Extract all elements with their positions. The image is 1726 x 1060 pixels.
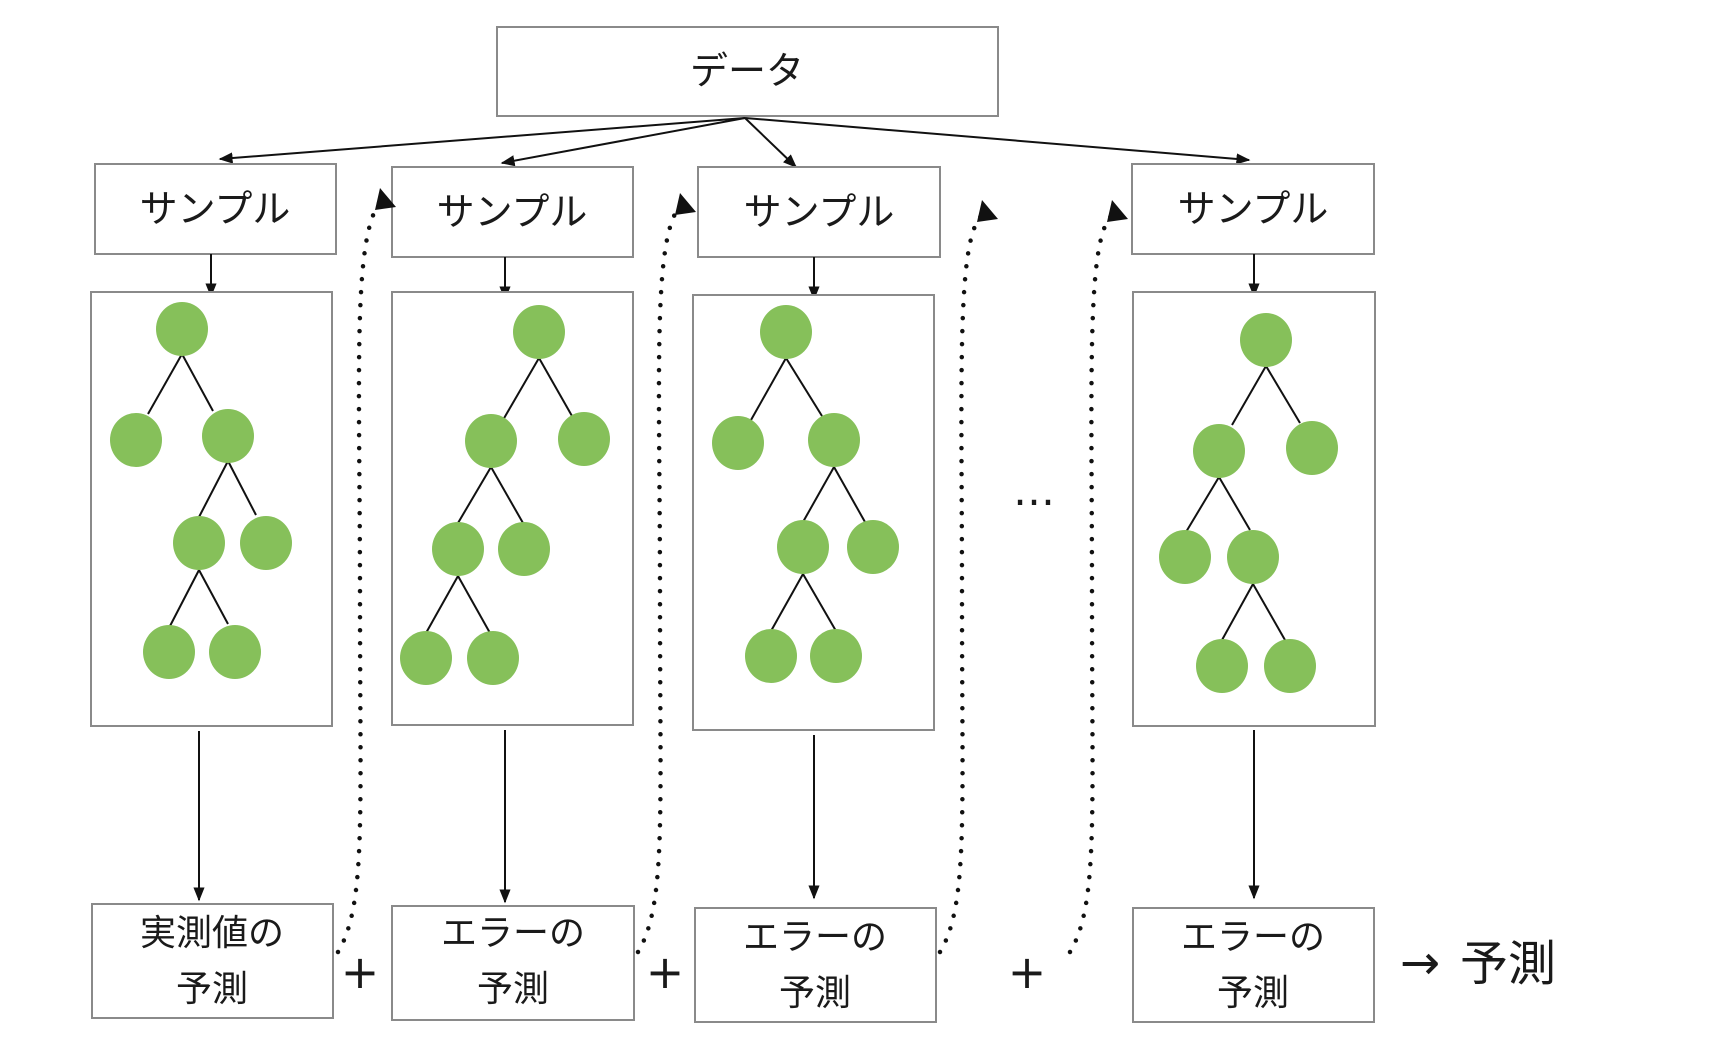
sample-label-3: サンプル [744,190,895,234]
prediction-label-3-line1: エラーの [743,917,887,958]
tree-node [1159,530,1211,584]
tree-2 [400,305,610,685]
tree-node [432,522,484,576]
column-2: サンプル エラーの 予測 [391,166,635,1021]
tree-node [202,409,254,463]
tree-node [808,413,860,467]
tree-4 [1159,313,1338,693]
tree-node [465,414,517,468]
tree-box-4 [1132,291,1376,727]
column-1: サンプル 実測値の 予測 [90,163,337,1019]
prediction-box-3: エラーの 予測 [694,907,937,1023]
sample-label-1: サンプル [140,187,291,231]
tree-3 [712,305,899,683]
dotted-feedback-arrows [335,188,1128,955]
tree-node [110,413,162,467]
tree-node [777,520,829,574]
tree-node [498,522,550,576]
tree-box-3 [692,294,935,731]
tree-node [209,625,261,679]
tree-node [1286,421,1338,475]
sample-box-4: サンプル [1131,163,1375,255]
prediction-box-4: エラーの 予測 [1132,907,1375,1023]
tree-node [400,631,452,685]
data-box: データ [496,26,999,117]
tree-node [558,412,610,466]
sample-box-1: サンプル [94,163,337,255]
tree-node [1196,639,1248,693]
tree-1 [110,302,292,679]
plus-sign-3: + [1008,945,1047,999]
sample-box-3: サンプル [697,166,941,258]
feedback-arrowhead [675,193,696,215]
plus-sign-2: + [646,945,685,999]
data-to-sample-arrows [218,117,1251,168]
prediction-label-2-line1: エラーの [441,913,585,954]
tree-node [1264,639,1316,693]
tree-node [745,629,797,683]
prediction-label-2-line2: 予測 [477,969,549,1010]
tree-node [467,631,519,685]
tree-node [513,305,565,359]
sample-label-4: サンプル [1178,187,1329,231]
tree-box-2 [391,291,634,726]
tree-node [760,305,812,359]
prediction-box-1: 実測値の 予測 [91,903,334,1019]
prediction-label-3-line2: 予測 [779,973,851,1014]
feedback-arrowhead [977,200,998,222]
tree-node [712,416,764,470]
tree-node [173,516,225,570]
prediction-label-1-line2: 予測 [176,969,248,1010]
final-arrow: → [1400,935,1440,991]
feedback-arrowhead [375,188,396,210]
sample-label-2: サンプル [437,190,588,234]
tree-node [1227,530,1279,584]
tree-node [810,629,862,683]
ellipsis: … [1013,466,1055,515]
data-label: データ [690,49,804,93]
column-4: サンプル エラーの 予測 [1131,163,1376,1023]
tree-node [1240,313,1292,367]
tree-node [143,625,195,679]
tree-node [240,516,292,570]
tree-node [156,302,208,356]
tree-node [847,520,899,574]
prediction-label-4-line2: 予測 [1217,973,1289,1014]
tree-node [1193,424,1245,478]
prediction-box-2: エラーの 予測 [391,905,635,1021]
final-output: → 予測 [1400,935,1556,992]
plus-sign-1: + [341,945,380,999]
final-prediction-label: 予測 [1460,936,1556,992]
column-3: サンプル エラーの 予測 [692,166,941,1023]
prediction-label-1-line1: 実測値の [140,913,284,954]
feedback-arrowhead [1107,200,1128,222]
tree-box-1 [90,291,333,727]
sample-box-2: サンプル [391,166,634,258]
prediction-label-4-line1: エラーの [1181,917,1325,958]
